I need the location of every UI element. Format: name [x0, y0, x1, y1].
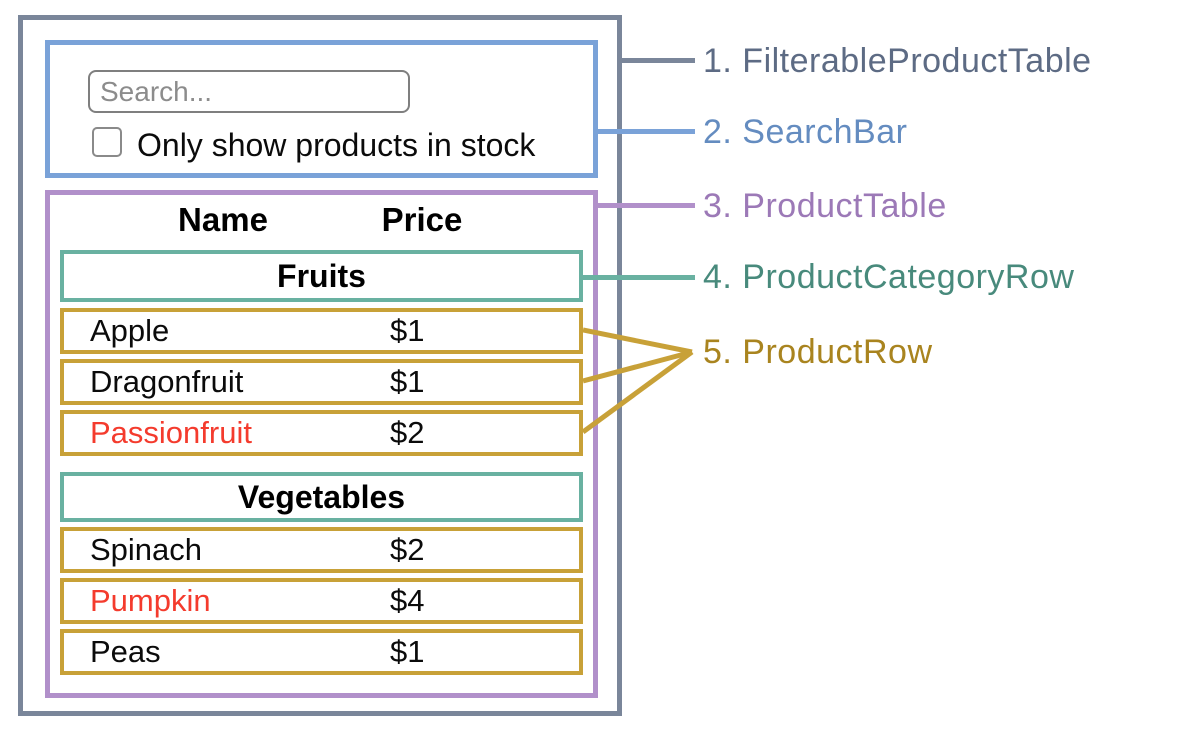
search-input[interactable]: [88, 70, 410, 113]
column-header-name: Name: [178, 201, 268, 238]
product-category-row-fruits: Fruits: [60, 250, 583, 302]
product-name: Pumpkin: [90, 583, 211, 618]
product-price: $1: [390, 364, 425, 399]
connector-line-product-category-row: [579, 275, 695, 280]
product-row-peas: Peas $1: [60, 629, 583, 675]
product-price: $4: [390, 583, 425, 618]
connector-lines-product-row: [583, 327, 694, 435]
product-name: Peas: [90, 634, 161, 669]
connector-line-product-table: [593, 203, 695, 208]
connector-line-dragonfruit: [583, 349, 693, 384]
product-price: $2: [390, 532, 425, 567]
legend-product-category-row: 4. ProductCategoryRow: [703, 258, 1075, 296]
category-label: Fruits: [277, 257, 366, 294]
connector-line-filterable-product-table: [617, 58, 695, 63]
product-price: $1: [390, 634, 425, 669]
product-price: $2: [390, 415, 425, 450]
product-name: Spinach: [90, 532, 203, 567]
legend-product-row: 5. ProductRow: [703, 333, 933, 371]
product-name: Dragonfruit: [90, 364, 244, 399]
product-price: $1: [390, 313, 425, 348]
category-label: Vegetables: [237, 478, 406, 515]
product-row-pumpkin: Pumpkin $4: [60, 578, 583, 624]
product-row-apple: Apple $1: [60, 308, 583, 354]
product-row-dragonfruit: Dragonfruit $1: [60, 359, 583, 405]
legend-product-table: 3. ProductTable: [703, 187, 947, 225]
connector-line-apple: [583, 327, 693, 355]
column-header-price: Price: [381, 201, 463, 238]
connector-line-passionfruit: [583, 349, 694, 435]
legend-search-bar: 2. SearchBar: [703, 113, 908, 151]
product-name: Passionfruit: [90, 415, 252, 450]
legend-filterable-product-table: 1. FilterableProductTable: [703, 42, 1092, 80]
in-stock-checkbox-label: Only show products in stock: [137, 127, 536, 163]
product-name: Apple: [90, 313, 170, 348]
product-category-row-vegetables: Vegetables: [60, 472, 583, 522]
in-stock-checkbox[interactable]: [92, 127, 122, 157]
product-row-passionfruit: Passionfruit $2: [60, 410, 583, 456]
product-row-spinach: Spinach $2: [60, 527, 583, 573]
connector-line-search-bar: [593, 129, 695, 134]
